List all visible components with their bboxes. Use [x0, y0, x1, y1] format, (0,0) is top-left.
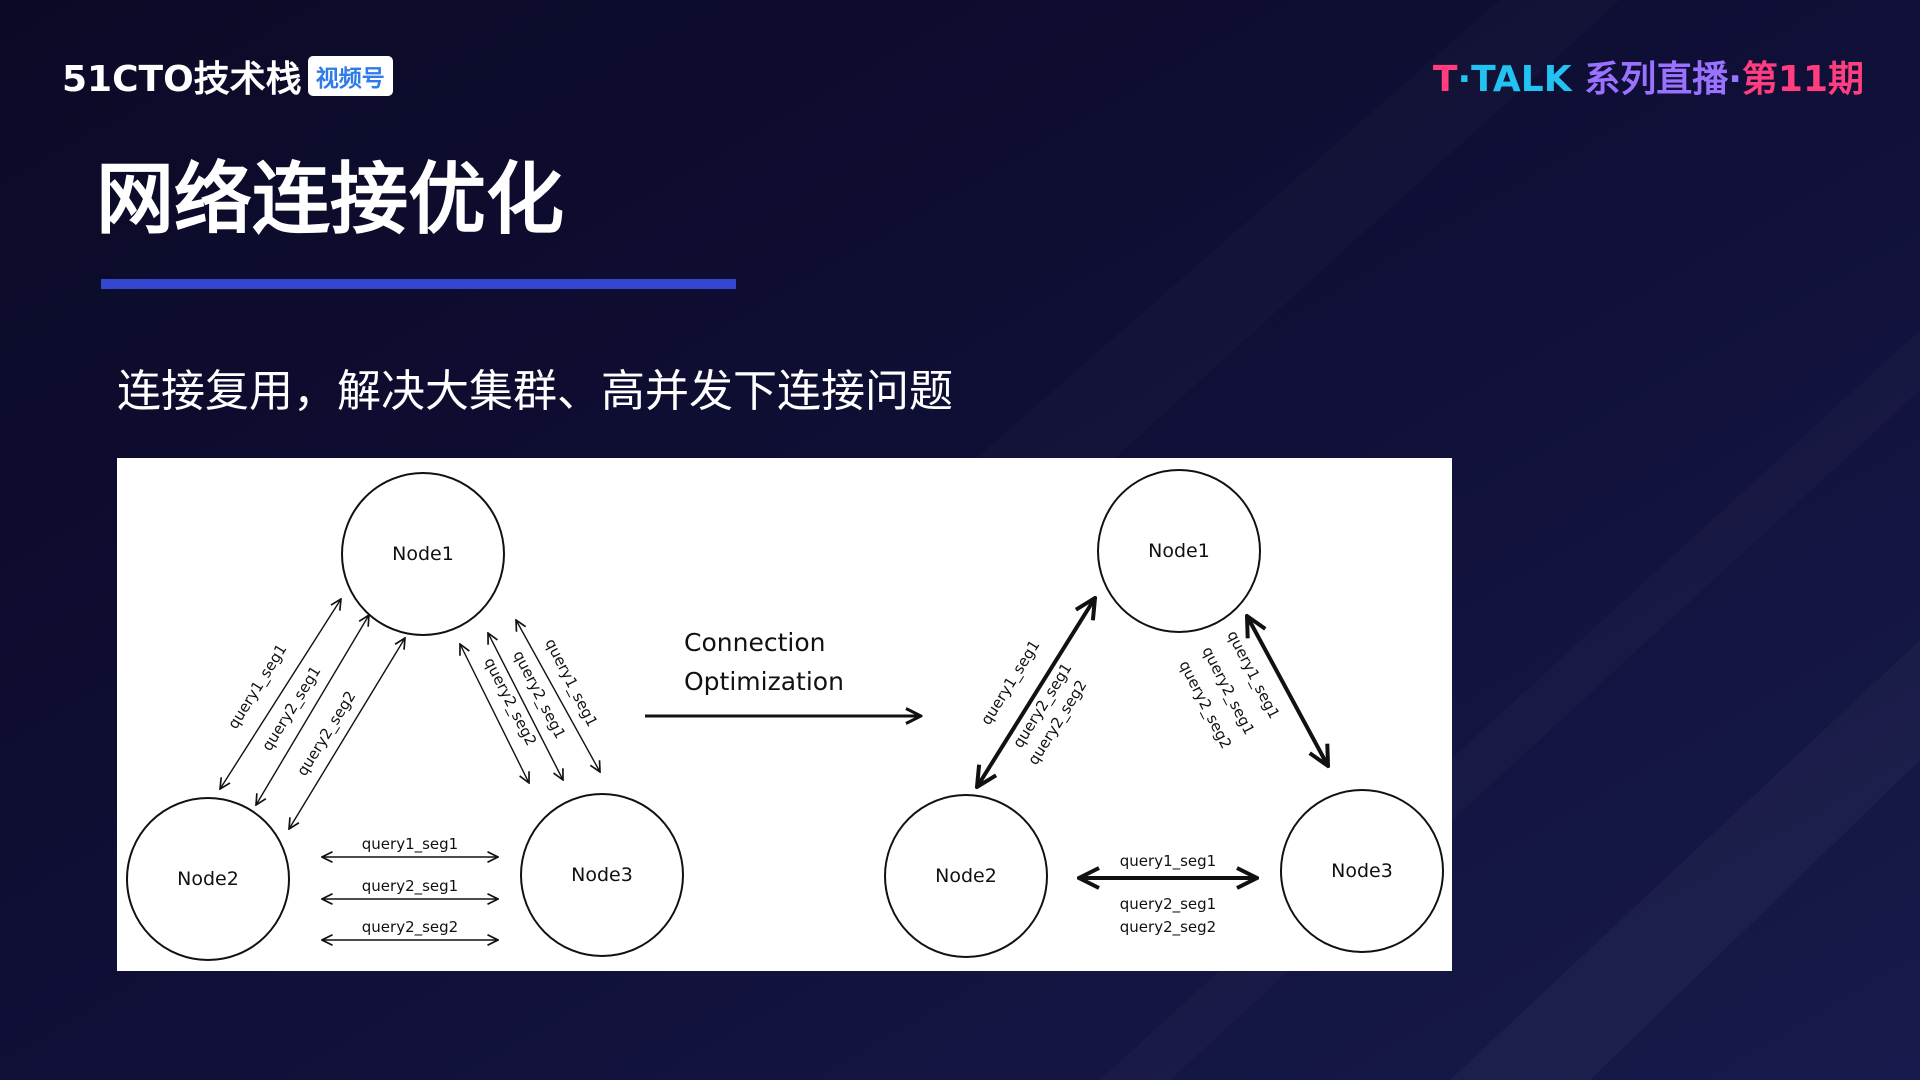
diagram-panel: Node1 Node2 Node3 query1_seg1 query2_seg… — [117, 458, 1452, 971]
brand-name: 51CTO技术栈 — [62, 59, 302, 100]
before-n2n3-label-2: query2_seg1 — [362, 877, 458, 896]
before-arrow-n1n3-3 — [516, 620, 600, 772]
before-node3-label: Node3 — [571, 864, 633, 886]
series-logo: T·TALK 系列直播·第11期 — [1433, 50, 1864, 102]
t-mark-icon: T — [1432, 59, 1458, 100]
after-n2n3-label-1: query1_seg1 — [1120, 852, 1216, 871]
after-arrow-n1n3 — [1247, 616, 1328, 766]
series-dot: · — [1457, 59, 1472, 100]
after-n2n3-label-3: query2_seg2 — [1120, 918, 1216, 937]
connection-diagram: Node1 Node2 Node3 query1_seg1 query2_seg… — [126, 469, 1444, 961]
before-n2n3-label-3: query2_seg2 — [362, 918, 458, 937]
series-dot-2: · — [1728, 59, 1742, 100]
transition-line1: Connection — [684, 628, 825, 657]
before-arrow-n1n2-3 — [289, 638, 405, 829]
series-live: 系列直播 — [1584, 59, 1729, 100]
before-node2-circle — [126, 797, 290, 961]
after-graph: Node1 Node2 Node3 query1_seg1 query2_seg… — [884, 469, 1444, 958]
title-underline — [101, 279, 736, 289]
before-node1-label: Node1 — [392, 543, 454, 565]
after-node1-label: Node1 — [1148, 540, 1210, 562]
after-node3-label: Node3 — [1331, 860, 1393, 882]
series-episode: 第11期 — [1741, 59, 1864, 100]
before-node1-circle — [341, 472, 505, 636]
after-n2n3-label-2: query2_seg1 — [1120, 895, 1216, 914]
before-n2n3-label-1: query1_seg1 — [362, 835, 458, 854]
after-node3-circle — [1280, 789, 1444, 953]
before-node2-label: Node2 — [177, 868, 239, 890]
slide-title: 网络连接优化 — [96, 155, 565, 245]
after-node2-label: Node2 — [935, 865, 997, 887]
before-graph: Node1 Node2 Node3 query1_seg1 query2_seg… — [126, 472, 684, 961]
brand-logo: 51CTO技术栈 视频号 — [62, 50, 393, 102]
after-node1-circle — [1097, 469, 1261, 633]
transition: Connection Optimization — [645, 628, 921, 716]
before-arrow-n1n2-1 — [220, 599, 341, 789]
brand-badge: 视频号 — [307, 56, 393, 96]
after-arrow-n1n2 — [977, 598, 1095, 787]
slide-subtitle: 连接复用，解决大集群、高并发下连接问题 — [117, 366, 953, 417]
series-talk: TALK — [1471, 59, 1572, 100]
transition-line2: Optimization — [684, 667, 844, 696]
after-node2-circle — [884, 794, 1048, 958]
before-node3-circle — [520, 793, 684, 957]
